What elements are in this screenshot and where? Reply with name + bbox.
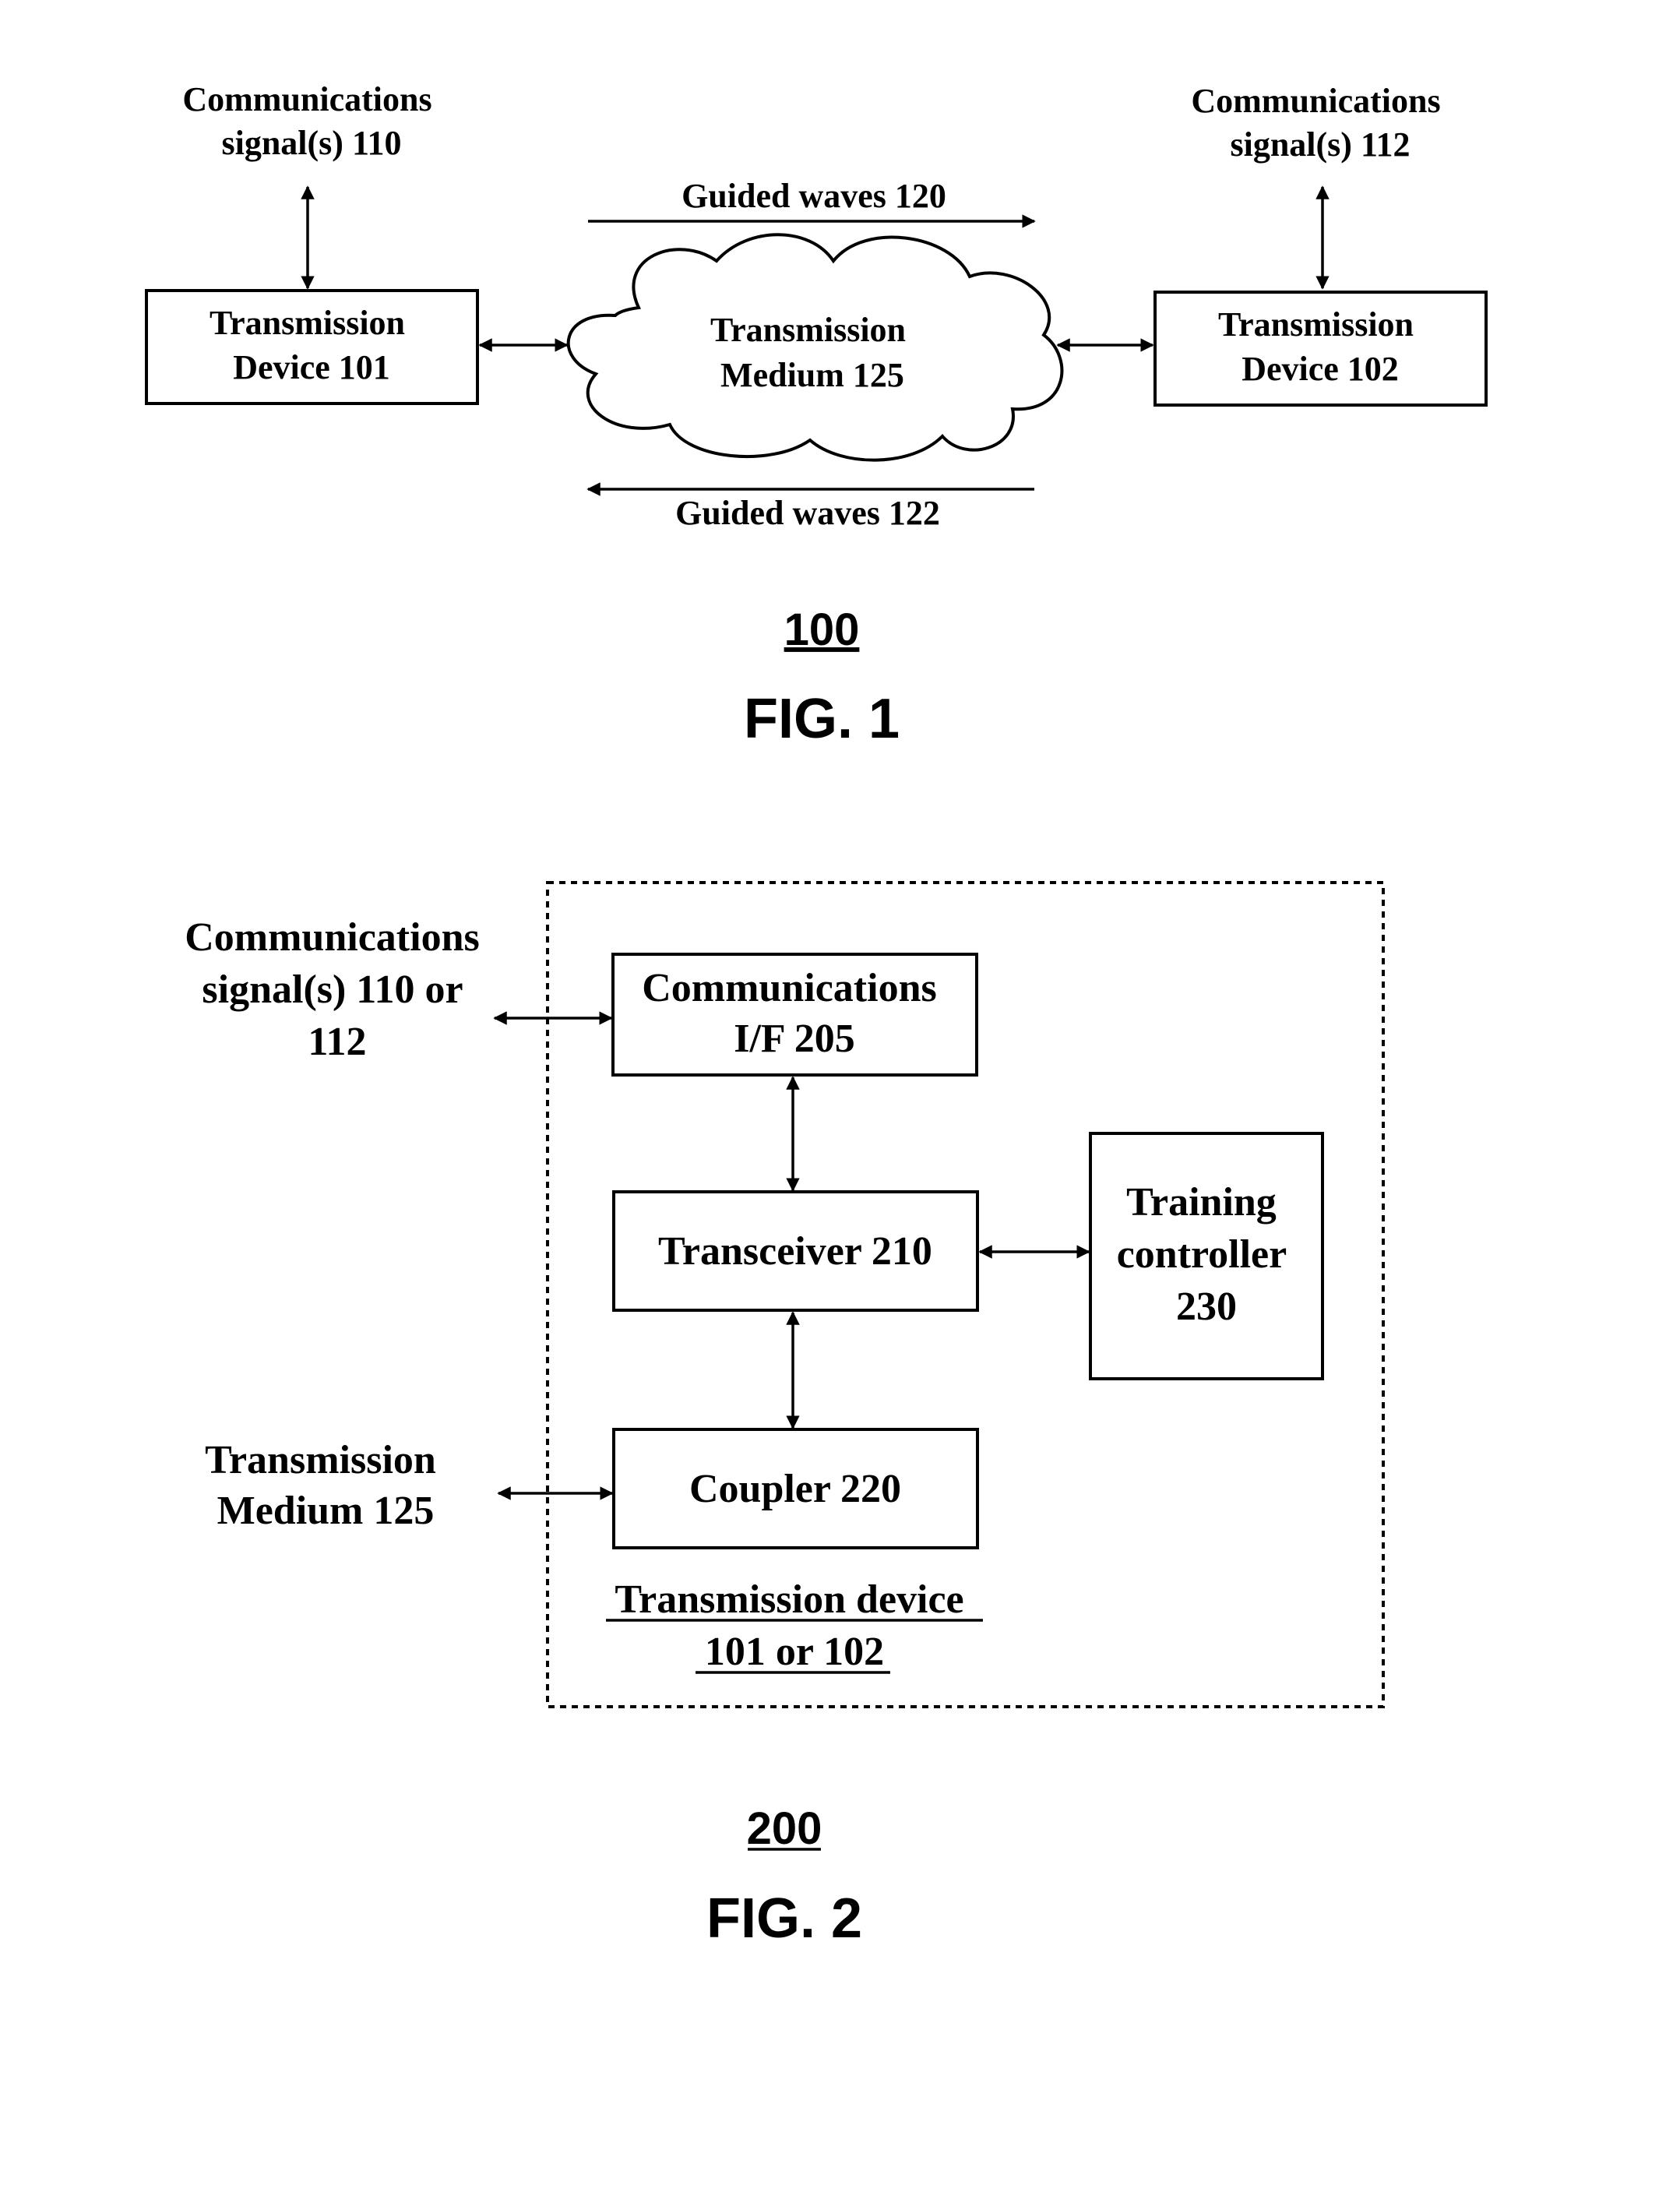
fig2-transceiver-label: Transceiver 210 xyxy=(658,1229,932,1274)
fig1-diagram: Communications signal(s) 110 Communicati… xyxy=(146,80,1486,750)
fig1-caption: FIG. 1 xyxy=(744,688,900,750)
fig2-device-label: Transmission device 101 or 102 xyxy=(615,1577,974,1674)
fig2-coupler-label: Coupler 220 xyxy=(689,1467,901,1511)
fig1-wave-top-label: Guided waves 120 xyxy=(682,177,946,215)
fig2-caption: FIG. 2 xyxy=(706,1887,862,1950)
fig2-medium-label: Transmission Medium 125 xyxy=(205,1438,446,1533)
fig1-reference-number: 100 xyxy=(784,604,860,655)
fig1-signal-right-label: Communications signal(s) 112 xyxy=(1191,82,1449,164)
fig2-signal-label: Communications signal(s) 110 or 112 xyxy=(185,915,489,1064)
fig1-signal-left-label: Communications signal(s) 110 xyxy=(182,80,440,162)
fig1-wave-bottom-label: Guided waves 122 xyxy=(675,494,940,532)
fig2-reference-number: 200 xyxy=(747,1803,822,1854)
fig2-diagram: Communications signal(s) 110 or 112 Comm… xyxy=(185,883,1383,1950)
